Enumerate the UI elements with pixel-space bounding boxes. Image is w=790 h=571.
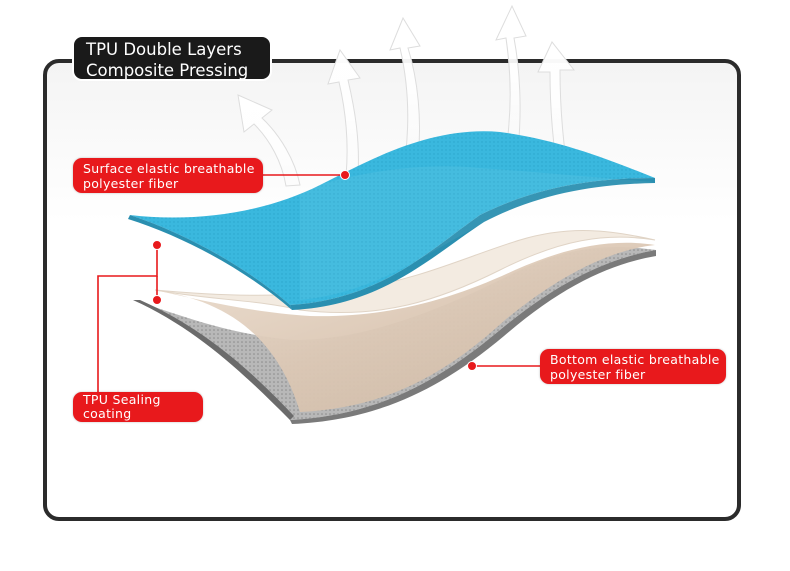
breathable-arrow-icon — [389, 16, 421, 161]
title-line-2: Composite Pressing — [86, 61, 249, 80]
surface-callout-line-1: Surface elastic breathable — [83, 161, 255, 176]
title-line-1: TPU Double Layers — [86, 40, 242, 59]
bottom-fiber-callout: Bottom elastic breathable polyester fibe… — [540, 349, 726, 384]
breathable-arrows — [237, 4, 576, 187]
leader-dots — [152, 170, 477, 371]
tpu-callout-line-1: TPU Sealing — [83, 392, 161, 407]
title-badge: TPU Double Layers Composite Pressing — [72, 35, 272, 81]
tpu-callout-line-2: coating — [83, 406, 132, 421]
bottom-callout-line-1: Bottom elastic breathable — [550, 352, 720, 367]
blank-patch — [74, 424, 224, 456]
surface-fiber-callout: Surface elastic breathable polyester fib… — [73, 158, 263, 193]
surface-leader-dot — [340, 170, 350, 180]
breathable-arrow-icon — [327, 48, 361, 177]
breathable-arrow-icon — [537, 41, 576, 163]
surface-fiber-layer — [128, 131, 655, 310]
surface-callout-line-2: polyester fiber — [83, 176, 179, 191]
bottom-leader-dot — [467, 361, 477, 371]
bottom-callout-line-2: polyester fiber — [550, 367, 646, 382]
tpu-leader-dot-lower — [152, 295, 162, 305]
breathable-arrow-icon — [495, 4, 527, 151]
tpu-leader-line — [97, 245, 158, 394]
tpu-leader-dot-upper — [152, 240, 162, 250]
breathable-arrow-icon — [237, 94, 301, 187]
tpu-coating-callout: TPU Sealing coating — [73, 392, 203, 422]
